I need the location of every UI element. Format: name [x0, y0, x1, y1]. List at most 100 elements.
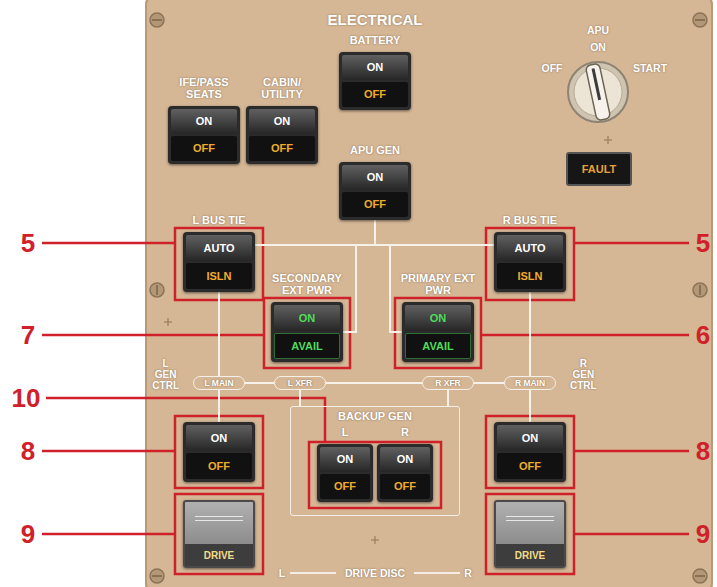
bus-label: L MAIN — [193, 376, 245, 390]
bus-wire — [326, 382, 422, 384]
panel-title: ELECTRICAL — [328, 11, 423, 28]
leader-line — [574, 533, 689, 536]
callout-box — [486, 494, 574, 574]
push-switch: R GEN CTRLONOFF — [494, 422, 566, 482]
callout-box — [175, 228, 263, 300]
bus-label: R XFR — [422, 376, 474, 390]
bus-wire — [218, 390, 220, 422]
callout-number: 7 — [21, 321, 35, 349]
switch-text: OFF — [394, 480, 416, 493]
bus-wire — [255, 220, 375, 245]
screw-slot — [156, 285, 158, 295]
switch-label: L — [342, 426, 349, 438]
switch-text: ON — [196, 115, 213, 128]
bus-wire — [245, 382, 274, 384]
switch-label: APU GEN — [350, 144, 400, 156]
panel-label: APU — [587, 24, 609, 36]
switch-label: R BUS TIE — [503, 214, 557, 226]
push-switch: BATTERYONOFF — [339, 52, 411, 110]
bus-text: L XFR — [288, 378, 312, 388]
push-switch: LONOFF — [317, 444, 373, 502]
switch-label: R GEN CTRL — [570, 358, 597, 391]
bus-text: L MAIN — [204, 378, 233, 388]
panel-label: DRIVE DISC — [345, 567, 405, 579]
fault-light: FAULT — [566, 152, 632, 186]
callout-box — [175, 494, 263, 574]
screw — [150, 569, 164, 583]
screw — [693, 569, 707, 583]
leader-line — [42, 533, 175, 536]
screw — [693, 13, 707, 27]
panel-mark — [607, 136, 608, 144]
switch-half: ON — [249, 109, 315, 134]
panel-mark — [374, 536, 375, 544]
switch-half: OFF — [380, 474, 430, 499]
callout-box — [395, 298, 481, 368]
bus-label: L XFR — [274, 376, 326, 390]
switch-half: ON — [405, 305, 471, 331]
bus-text: R XFR — [435, 378, 461, 388]
panel-label: R — [464, 567, 472, 579]
switch-half: ON — [342, 55, 408, 80]
switch-label: IFE/PASS SEATS — [166, 76, 242, 100]
screw-slot — [695, 19, 705, 21]
callout-box — [486, 228, 574, 300]
switch-text: AVAIL — [291, 340, 322, 353]
push-switch: L GEN CTRLONOFF — [183, 422, 255, 482]
switch-half: ON — [186, 425, 252, 451]
bus-wire — [529, 292, 531, 376]
switch-label: R — [401, 426, 409, 438]
switch-label: BACKUP GEN — [291, 410, 459, 422]
push-switch: APU GENONOFF — [339, 162, 411, 220]
bus-wire — [343, 220, 375, 332]
switch-text: OFF — [193, 142, 215, 155]
bus-wire — [218, 292, 220, 376]
panel-label: START — [633, 62, 667, 74]
guard-line — [195, 516, 243, 521]
bus-wire — [299, 390, 301, 406]
switch-text: OFF — [364, 198, 386, 211]
panel-edge — [146, 0, 712, 587]
backup-gen-group: BACKUP GEN L ON OFF R ON OFF — [290, 406, 460, 516]
guard-line — [506, 516, 554, 521]
switch-text: OFF — [519, 460, 541, 473]
switch-text: ON — [274, 115, 291, 128]
panel-label: OFF — [542, 62, 563, 74]
switch-half: AUTO — [186, 235, 252, 261]
switch-half: ON — [171, 109, 237, 134]
screw-slot — [152, 575, 162, 577]
switch-text: AVAIL — [422, 340, 453, 353]
switch-text: AUTO — [515, 242, 546, 255]
leader-line — [481, 334, 689, 337]
callout-number: 8 — [21, 437, 35, 465]
switch-label: PRIMARY EXT PWR — [393, 272, 483, 296]
switch-half: OFF — [342, 82, 408, 107]
switch-text: ISLN — [206, 270, 231, 283]
callout-box — [486, 416, 574, 488]
switch-text: OFF — [271, 142, 293, 155]
switch-half: ISLN — [497, 263, 563, 289]
switch-half: OFF — [186, 453, 252, 479]
screw-slot — [699, 285, 701, 295]
apu-knob-index — [593, 69, 600, 100]
leader-line — [42, 450, 175, 453]
push-switch: R BUS TIEAUTOISLN — [494, 232, 566, 292]
switch-text: ON — [337, 453, 354, 466]
switch-text: ON — [367, 61, 384, 74]
screw-slot — [152, 19, 162, 21]
switch-half: AVAIL — [274, 333, 340, 359]
switch-label: L BUS TIE — [193, 214, 246, 226]
callout-number: 5 — [696, 229, 710, 257]
switch-text: ON — [299, 312, 316, 325]
guard-strip: DRIVE — [185, 544, 253, 566]
callout-number: 8 — [696, 437, 710, 465]
switch-label: L GEN CTRL — [152, 358, 179, 391]
push-switch: IFE/PASS SEATSONOFF — [168, 106, 240, 164]
switch-text: OFF — [334, 480, 356, 493]
callout-box — [309, 442, 441, 508]
switch-half: ON — [380, 447, 430, 472]
panel-mark — [167, 318, 168, 326]
switch-half: ON — [497, 425, 563, 451]
light-text: FAULT — [582, 163, 617, 176]
